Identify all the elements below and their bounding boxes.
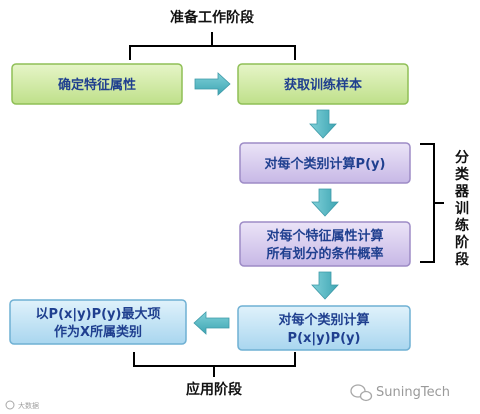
wechat-icon [350,384,373,402]
calc-conditional-line2: 所有划分的条件概率 [266,246,383,262]
prep-stage-bracket [129,32,296,60]
training-stage-bracket [420,143,444,263]
calc-conditional-line1: 对每个特征属性计算 [266,228,383,244]
apply-stage-bracket [133,352,296,377]
prep-stage-label: 准备工作阶段 [170,9,254,26]
training-stage-char: 分 [455,150,469,166]
training-stage-label: 分 类 器 训 练 阶 段 [454,150,470,268]
training-stage-char: 阶 [455,234,470,251]
determine-attributes-text: 确定特征属性 [58,77,136,93]
calc-prior-box: 对每个类别计算P(y) [239,142,411,184]
calc-posterior-box: 对每个类别计算 P(x|y)P(y) [237,305,411,351]
calc-posterior-line2: P(x|y)P(y) [288,331,361,346]
down-arrow-icon [311,271,339,300]
result-class-box: 以P(x|y)P(y)最大项 作为X所属类别 [9,299,187,345]
bottom-left-watermark: 大数据 [18,401,39,410]
get-training-samples-box: 获取训练样本 [237,63,409,105]
result-class-line2: 作为X所属类别 [54,324,142,340]
down-arrow-icon [311,188,339,217]
left-arrow-icon [193,311,230,335]
right-arrow-icon [194,72,231,96]
training-stage-char: 类 [455,166,470,183]
result-class-line1: 以P(x|y)P(y)最大项 [36,306,161,322]
training-stage-char: 训 [455,201,469,217]
suningtech-watermark: SuningTech [376,385,450,400]
calc-posterior-line1: 对每个类别计算 [278,312,369,328]
down-arrow-icon [309,109,337,139]
calc-conditional-box: 对每个特征属性计算 所有划分的条件概率 [239,221,411,267]
determine-attributes-box: 确定特征属性 [11,63,183,105]
get-training-samples-text: 获取训练样本 [284,77,362,93]
bottom-left-logo-icon [5,400,15,410]
calc-prior-text: 对每个类别计算P(y) [265,156,386,172]
training-stage-char: 器 [454,184,470,200]
apply-stage-label: 应用阶段 [186,381,242,398]
training-stage-char: 段 [455,251,469,268]
training-stage-char: 练 [455,217,469,234]
